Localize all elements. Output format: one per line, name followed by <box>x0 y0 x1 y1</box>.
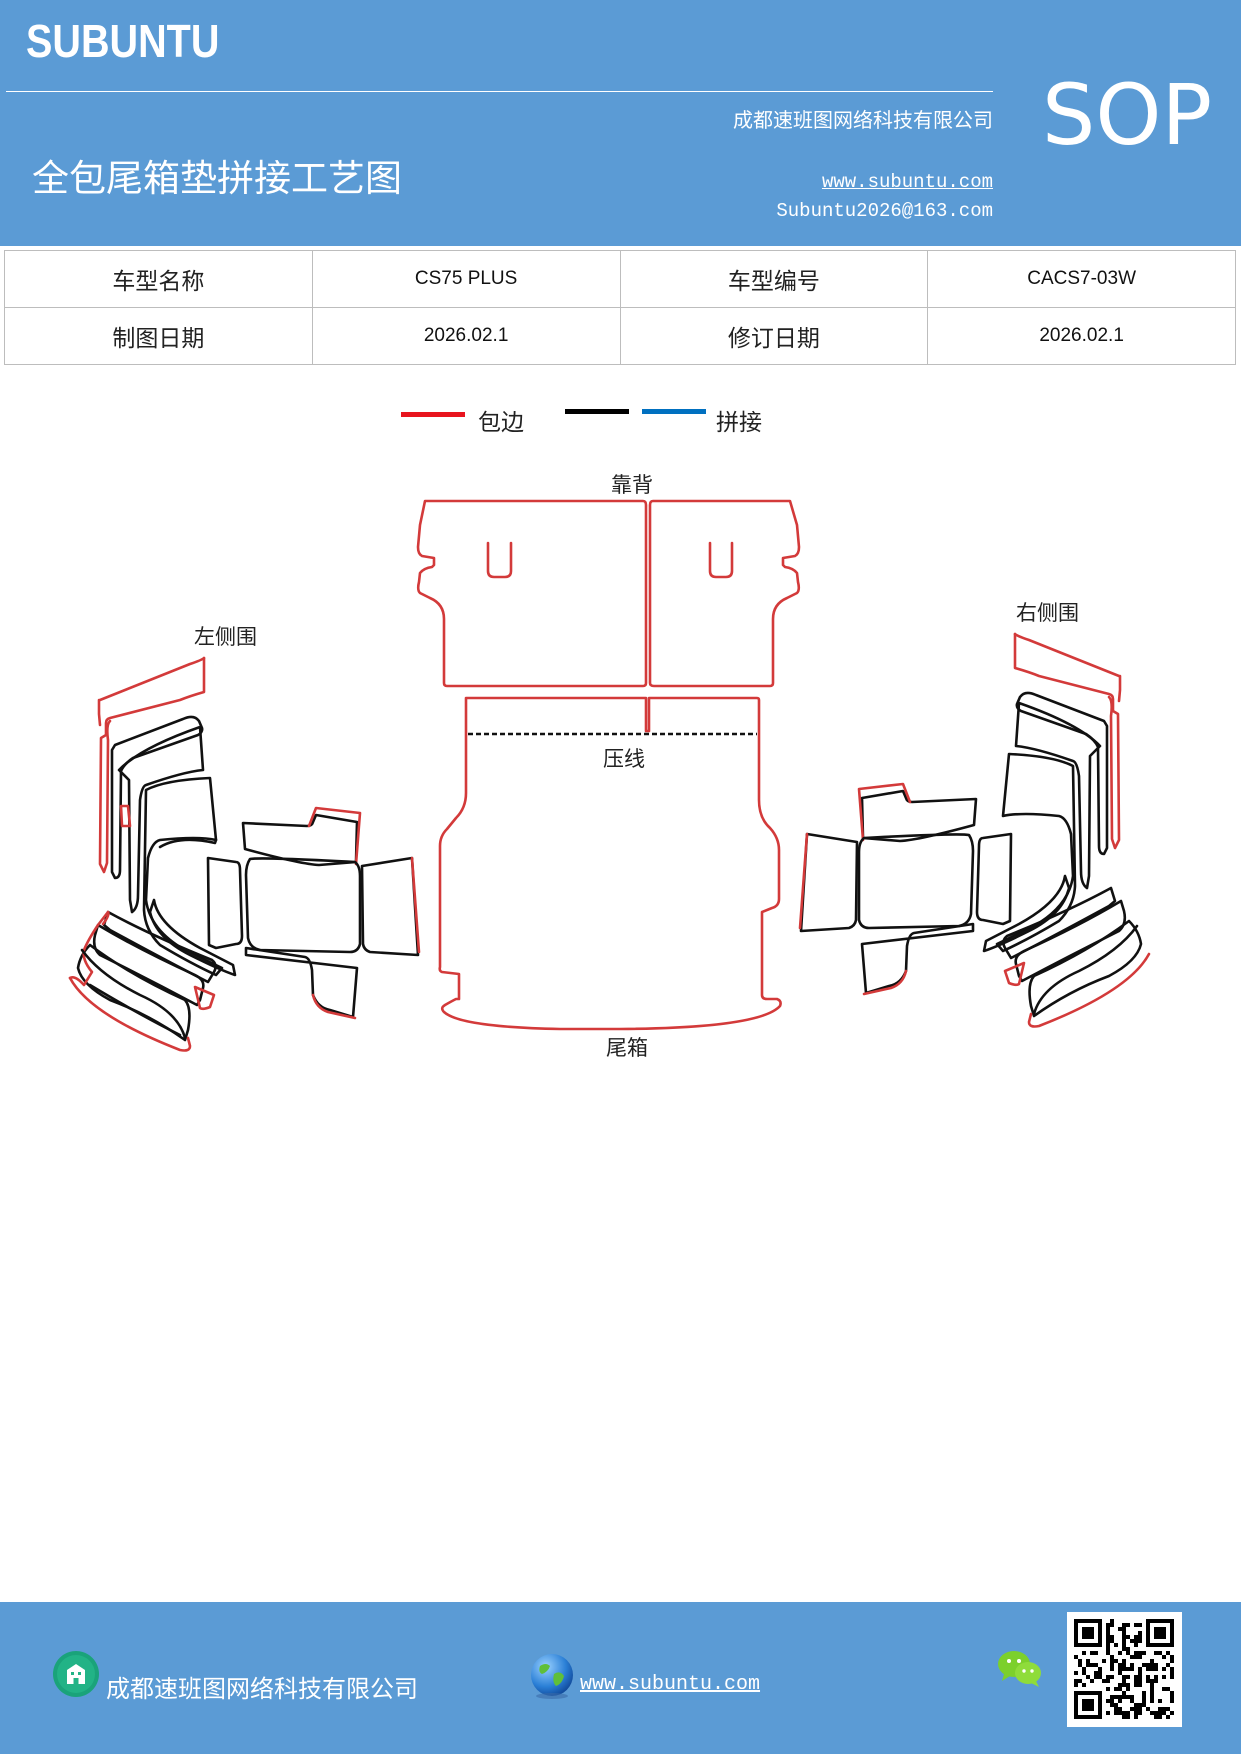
legend: 包边 拼接 <box>0 400 1241 440</box>
legend-label-splice: 拼接 <box>716 410 762 436</box>
table-row: 制图日期 2026.02.1 修订日期 2026.02.1 <box>4 307 1236 365</box>
model-code-value: CACS7-03W <box>927 250 1236 308</box>
label-trunk: 尾箱 <box>606 1036 648 1060</box>
table-row: 车型名称 CS75 PLUS 车型编号 CACS7-03W <box>4 250 1236 308</box>
company-name: 成都速班图网络科技有限公司 <box>733 108 993 132</box>
website-link[interactable]: www.subuntu.com <box>821 171 993 193</box>
legend-swatch-splice <box>642 409 706 414</box>
footer-banner: 成都速班图网络科技有限公司 www.subuntu.com <box>0 1602 1241 1754</box>
label-left-side: 左侧围 <box>194 625 257 649</box>
backrest-left-panel <box>416 499 648 688</box>
globe-icon <box>531 1654 573 1699</box>
sop-badge: SOP <box>1042 66 1213 164</box>
footer-company-name: 成都速班图网络科技有限公司 <box>106 1675 418 1703</box>
qr-code <box>1067 1612 1182 1727</box>
draw-date-value: 2026.02.1 <box>311 307 621 365</box>
revise-date-label: 修订日期 <box>619 307 929 365</box>
building-icon <box>53 1651 99 1697</box>
model-name-value: CS75 PLUS <box>311 250 621 308</box>
model-name-label: 车型名称 <box>4 250 313 308</box>
label-right-side: 右侧围 <box>1016 601 1079 625</box>
wechat-icon <box>998 1651 1041 1687</box>
label-backrest: 靠背 <box>611 473 653 497</box>
trunk-floor-panel <box>438 696 782 1031</box>
label-press-line: 压线 <box>603 747 645 771</box>
legend-label-edging: 包边 <box>478 410 524 436</box>
legend-swatch-edging <box>401 412 465 417</box>
backrest-right-panel <box>648 499 801 688</box>
model-code-label: 车型编号 <box>619 250 929 308</box>
brand-logo: SUBUNTU <box>26 15 220 67</box>
left-side-outer-panel <box>98 656 206 874</box>
header-banner: SUBUNTU 成都速班图网络科技有限公司 全包尾箱垫拼接工艺图 www.sub… <box>0 0 1241 246</box>
qr-code-pattern <box>1074 1619 1174 1719</box>
legend-swatch-black <box>565 409 629 414</box>
contact-email[interactable]: Subuntu2026@163.com <box>776 200 993 222</box>
footer-website-link[interactable]: www.subuntu.com <box>580 1673 761 1696</box>
revise-date-value: 2026.02.1 <box>927 307 1236 365</box>
document-title: 全包尾箱垫拼接工艺图 <box>32 157 402 200</box>
info-table: 车型名称 CS75 PLUS 车型编号 CACS7-03W 制图日期 2026.… <box>4 250 1236 365</box>
header-divider <box>6 91 993 92</box>
draw-date-label: 制图日期 <box>4 307 313 365</box>
